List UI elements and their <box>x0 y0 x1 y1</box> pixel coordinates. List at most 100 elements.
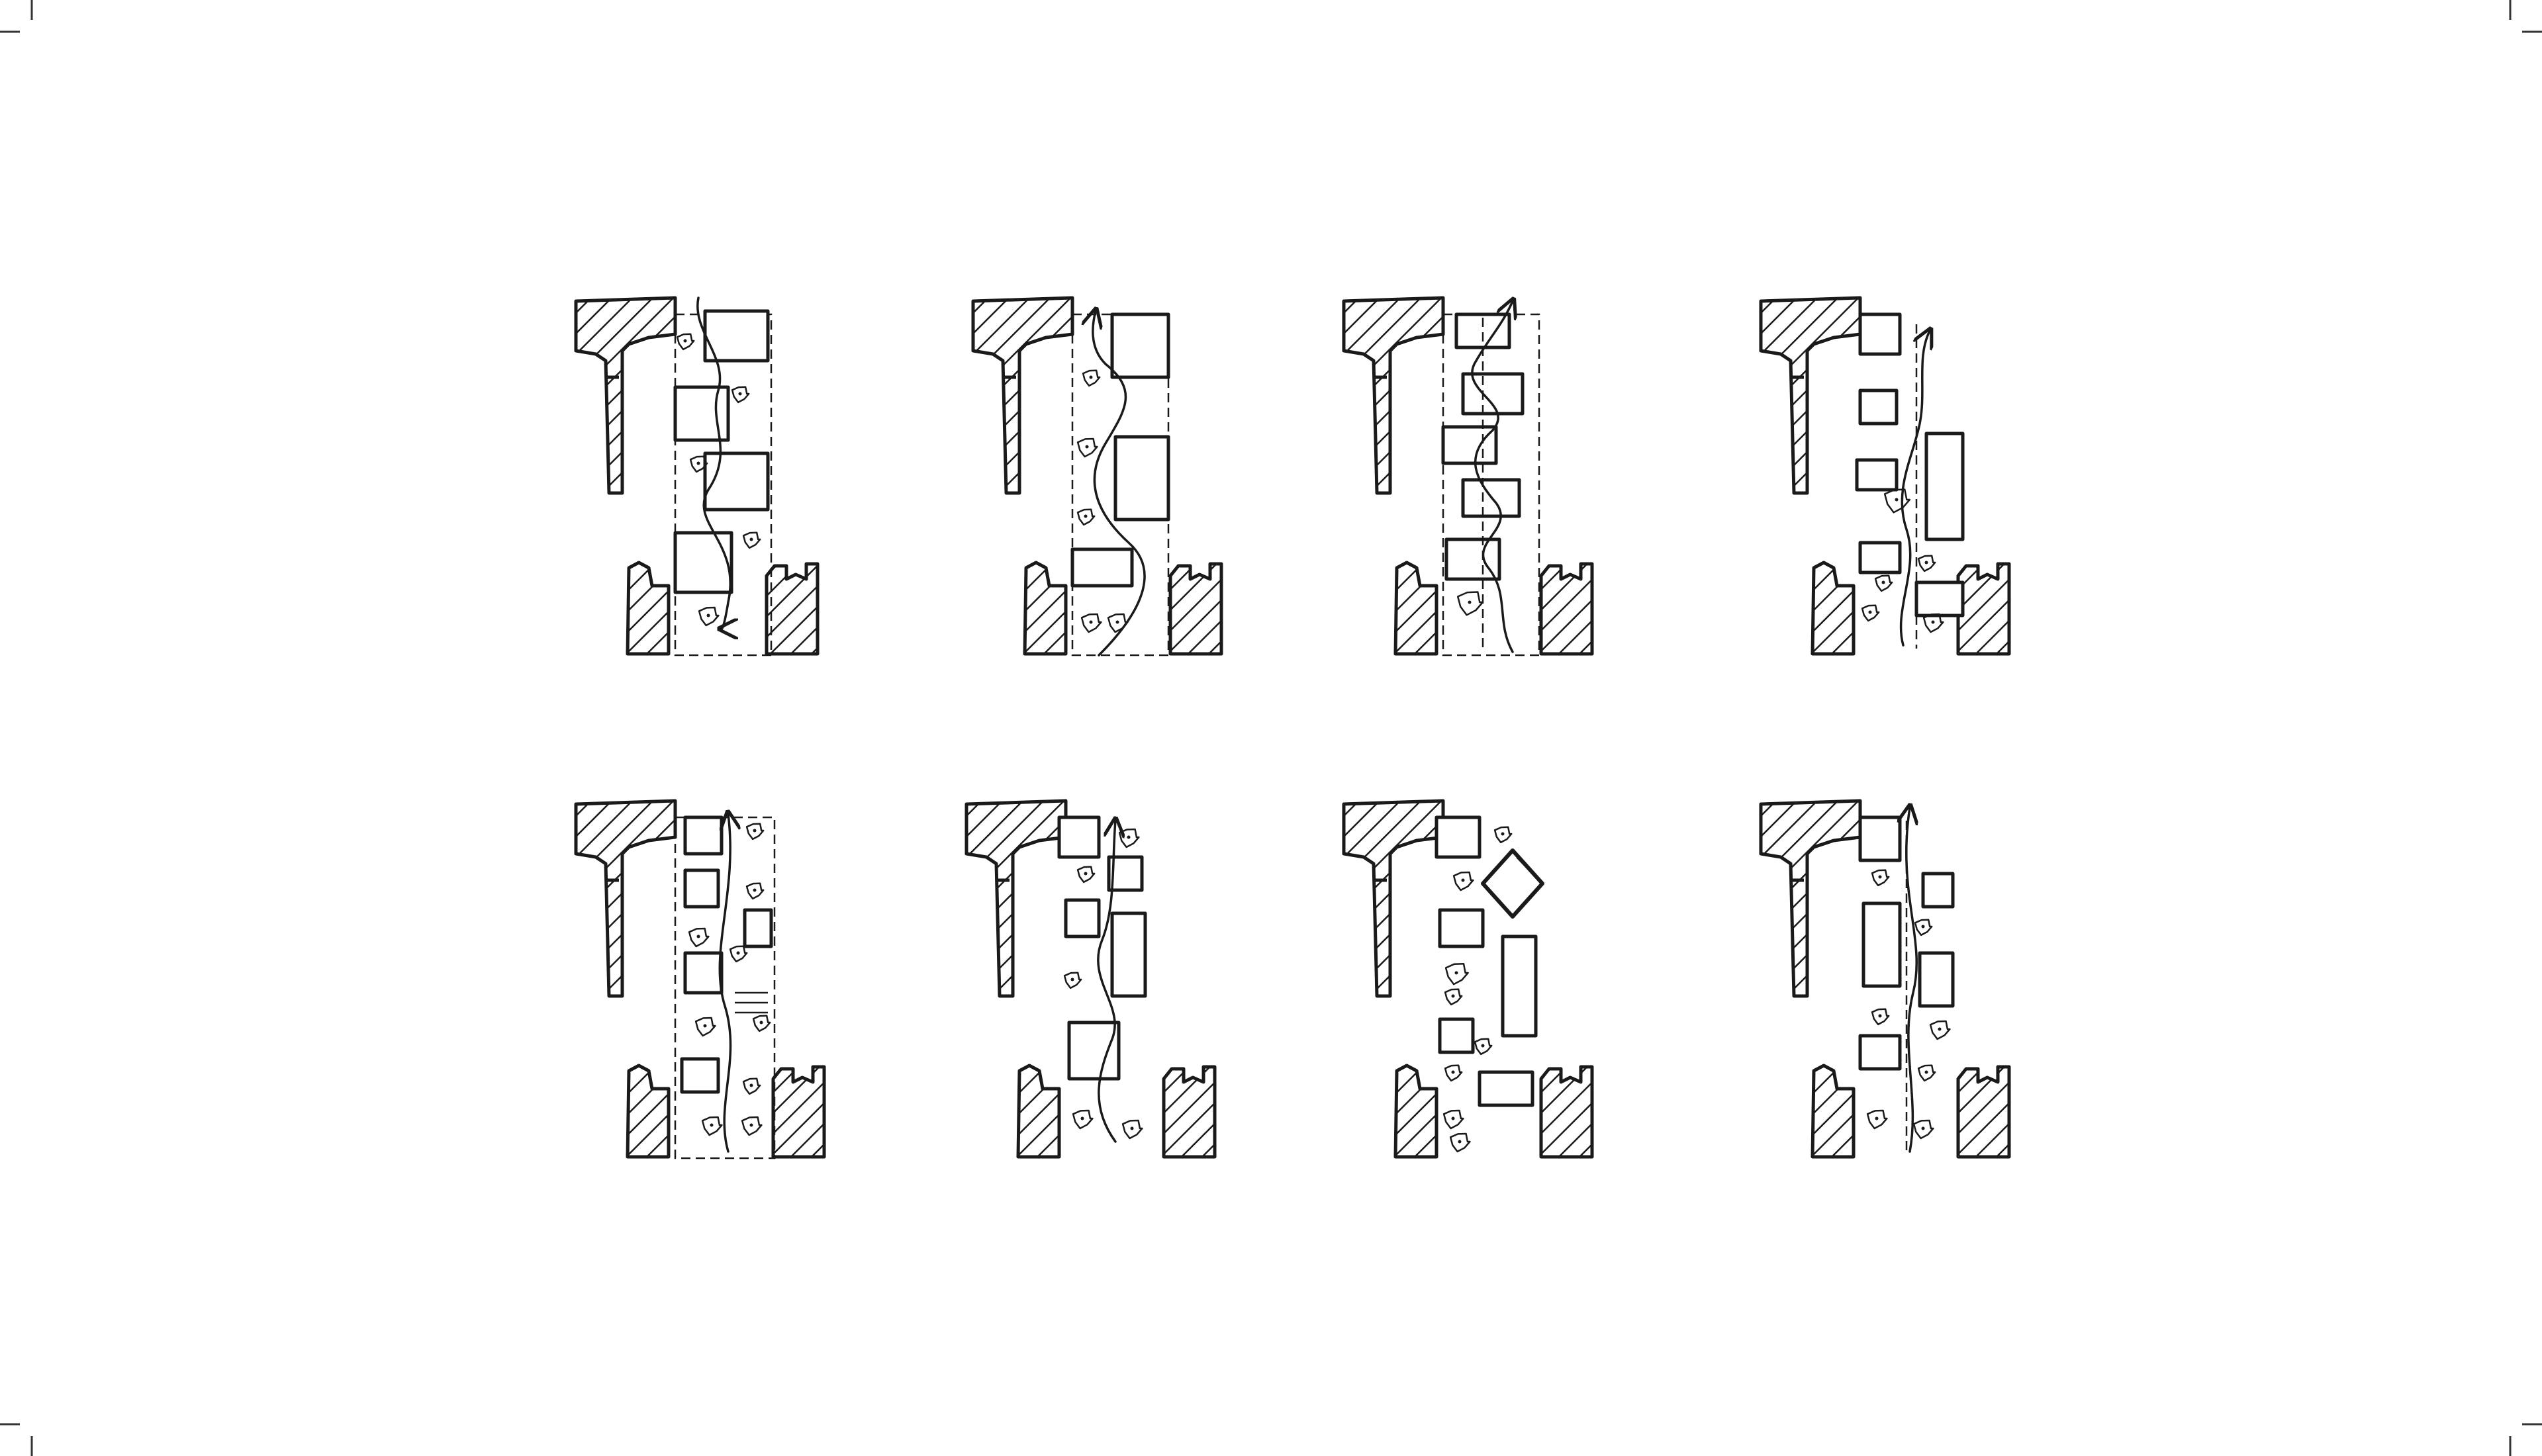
tree-trunk <box>703 1024 707 1028</box>
building-block <box>673 385 730 442</box>
building-block <box>683 868 720 909</box>
building-block <box>683 815 724 856</box>
building-block <box>1110 312 1170 379</box>
tree-symbol <box>729 945 748 963</box>
tree-symbol <box>1076 437 1098 458</box>
circulation-path <box>696 296 730 629</box>
building-block <box>1858 312 1902 356</box>
tree-trunk <box>749 1123 753 1127</box>
building-block <box>1858 541 1902 574</box>
tree-symbol <box>1107 613 1129 633</box>
tree-symbol <box>1874 574 1893 592</box>
building-block <box>1444 537 1501 581</box>
building-block <box>1858 388 1899 426</box>
tree-symbol <box>688 927 710 948</box>
tree-symbol <box>741 1116 763 1136</box>
context-building-top <box>1342 296 1445 495</box>
site-diagram-6 <box>965 799 1217 1159</box>
tree-symbol <box>1442 1109 1464 1130</box>
tree-symbol <box>1118 828 1140 848</box>
tree-symbol <box>731 386 750 404</box>
tree-trunk <box>696 934 700 938</box>
tree-symbol <box>1072 1109 1094 1130</box>
context-building-bottom-left <box>1016 1064 1061 1159</box>
circulation-path <box>1093 311 1146 657</box>
circulation-path <box>1899 331 1930 647</box>
tree-symbol <box>1444 962 1469 985</box>
tree-trunk <box>1938 1027 1942 1031</box>
site-diagram-8 <box>1759 799 2011 1159</box>
context-building-top <box>971 296 1074 495</box>
tree-symbol <box>1866 1109 1888 1130</box>
tree-symbol <box>1082 369 1101 387</box>
tree-symbol <box>1912 1119 1934 1140</box>
tree-trunk <box>1127 835 1131 839</box>
tree-trunk <box>1454 971 1458 975</box>
tree-trunk <box>1895 498 1899 502</box>
site-diagram-3 <box>1342 296 1594 657</box>
tree-symbol <box>698 606 720 627</box>
context-building-top <box>1759 799 1862 998</box>
context-building-bottom-right <box>771 1065 826 1159</box>
tree-trunk <box>1080 1116 1084 1120</box>
tree-symbol <box>1917 1064 1936 1082</box>
context-building-top <box>574 296 677 495</box>
tree-trunk <box>1924 1070 1928 1074</box>
tree-symbol <box>1080 613 1102 633</box>
building-block <box>1110 911 1147 998</box>
building-block <box>1438 908 1485 948</box>
building-block <box>1435 815 1482 859</box>
tree-trunk <box>1085 445 1089 449</box>
tree-trunk <box>1921 1126 1925 1130</box>
tree-symbol <box>745 882 765 900</box>
tree-trunk <box>1089 620 1093 624</box>
tree-trunk <box>1084 872 1088 876</box>
building-block <box>1441 425 1498 465</box>
tree-symbol <box>1474 1038 1493 1056</box>
tree-symbol <box>1871 1008 1890 1026</box>
tree-symbol <box>701 1116 723 1136</box>
building-block <box>683 951 724 995</box>
tree-trunk <box>1084 514 1088 518</box>
tree-symbol <box>1883 488 1911 514</box>
tree-trunk <box>1924 561 1928 565</box>
building-block <box>1918 951 1955 1008</box>
context-building-bottom-right <box>1162 1065 1217 1159</box>
tree-symbol <box>1449 1132 1471 1153</box>
tree-symbol <box>1121 1119 1143 1140</box>
context-building-bottom-left <box>1811 1064 1856 1159</box>
context-building-bottom-left <box>1393 1064 1438 1159</box>
circulation-path <box>1471 301 1513 653</box>
tree-trunk <box>1921 925 1925 929</box>
context-building-bottom-right <box>1168 562 1223 656</box>
context-building-bottom-left <box>1023 561 1068 656</box>
context-building-bottom-left <box>1811 561 1856 656</box>
context-building-bottom-left <box>626 561 671 656</box>
pavilion-detail <box>1516 856 1544 885</box>
building-block <box>1057 815 1101 859</box>
building-block <box>1113 435 1170 522</box>
circulation-path <box>1906 807 1917 1153</box>
building-block <box>1924 432 1965 541</box>
tree-trunk <box>1881 580 1885 584</box>
building-block <box>1858 1034 1902 1071</box>
tree-trunk <box>753 888 757 892</box>
tree-trunk <box>1875 1116 1879 1120</box>
tree-trunk <box>753 829 757 833</box>
tree-symbol <box>1076 508 1096 526</box>
tree-symbol <box>752 1015 771 1032</box>
tree-trunk <box>1868 610 1872 614</box>
context-building-bottom-right <box>1539 1065 1594 1159</box>
context-building-bottom-left <box>626 1064 671 1159</box>
tree-trunk <box>1451 1070 1455 1074</box>
tree-trunk <box>1451 1116 1455 1120</box>
tree-symbol <box>1871 869 1890 887</box>
context-building-top <box>574 799 677 998</box>
building-block <box>1858 815 1902 862</box>
building-block <box>1855 458 1899 492</box>
tree-symbol <box>1493 826 1513 844</box>
context-building-top <box>965 799 1068 998</box>
building-block <box>1861 901 1902 988</box>
tree-symbol <box>689 455 708 473</box>
